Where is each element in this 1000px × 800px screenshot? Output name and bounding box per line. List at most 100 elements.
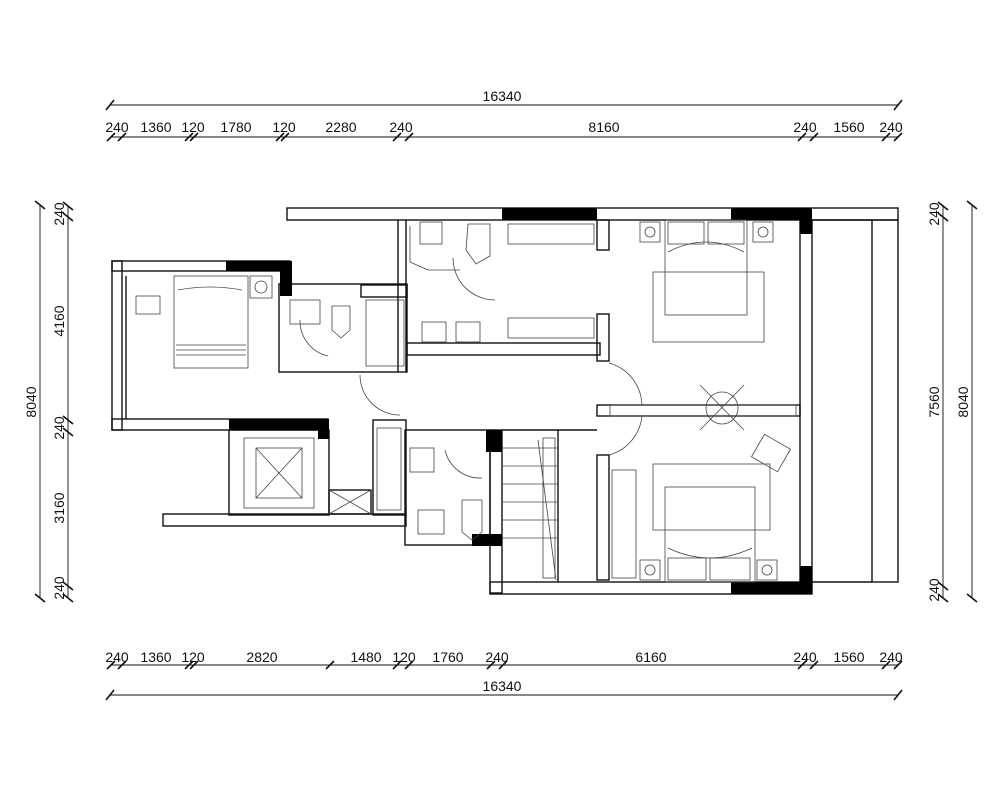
dimension-tick — [62, 427, 74, 437]
dimension-tick — [34, 200, 46, 210]
stair-west-wall — [489, 429, 503, 594]
dimension-tick — [280, 132, 290, 142]
dimension-tick — [937, 201, 949, 211]
pillow — [709, 557, 751, 581]
lower-bath-walls — [404, 429, 491, 546]
top-seg-label: 240 — [879, 119, 903, 135]
dimension-tick — [184, 660, 194, 670]
left-dimension-chain: 8040 240 4160 240 3160 240 — [23, 200, 74, 603]
dimension-tick — [404, 660, 414, 670]
door-swing — [444, 449, 483, 479]
top-seg-label: 8160 — [588, 119, 619, 135]
dimension-tick — [392, 132, 402, 142]
sink-icon — [409, 447, 435, 473]
light-ray — [699, 384, 745, 431]
column — [731, 582, 811, 594]
bottom-total-label: 16340 — [483, 678, 522, 694]
dimension-tick — [486, 660, 496, 670]
nightstand — [756, 559, 778, 581]
wardrobe-top — [507, 223, 595, 245]
dimension-tick — [184, 132, 194, 142]
column — [800, 566, 812, 594]
lamp-icon — [644, 226, 656, 238]
dimension-tick — [62, 201, 74, 211]
small-closet — [328, 489, 372, 515]
column — [731, 208, 811, 220]
dimension-tick — [106, 132, 116, 142]
wardrobe-lower-left — [376, 427, 402, 511]
bottom-seg-label: 1360 — [140, 649, 171, 665]
sink-icon — [421, 321, 447, 343]
door-swing — [359, 374, 401, 416]
sink-icon — [417, 509, 445, 535]
door-swing — [608, 362, 643, 406]
bottom-dimension-chain: 240 1360 120 2820 1480 120 1760 240 6160… — [105, 649, 903, 701]
wardrobe-partition — [609, 404, 797, 417]
toilet-icon — [331, 305, 351, 339]
column — [502, 208, 597, 220]
column — [280, 261, 292, 296]
dimension-tick — [893, 660, 903, 670]
top-total-label: 16340 — [483, 88, 522, 104]
dimension-tick — [62, 593, 74, 603]
top-seg-label: 240 — [105, 119, 129, 135]
dimension-tick — [797, 132, 807, 142]
lamp-icon — [761, 564, 773, 576]
lamp-icon — [644, 564, 656, 576]
left-seg-label: 240 — [51, 576, 67, 600]
doors — [299, 257, 643, 479]
ceiling-light-icon — [705, 391, 739, 425]
pillow — [667, 221, 705, 245]
dimension-tick — [893, 689, 903, 701]
dimension-tick — [966, 200, 978, 210]
bottom-seg-label: 240 — [879, 649, 903, 665]
dimension-tick — [189, 132, 199, 142]
column — [472, 534, 502, 546]
bed-top-right — [664, 219, 748, 316]
dimension-tick — [325, 660, 335, 670]
bottom-seg-label: 240 — [485, 649, 509, 665]
top-seg-label: 240 — [793, 119, 817, 135]
door-swing — [608, 415, 643, 456]
mid-partition — [596, 404, 801, 417]
pillow — [667, 557, 707, 581]
closet-cross — [328, 489, 372, 515]
dimension-tick — [881, 132, 891, 142]
bed-blanket — [177, 286, 243, 291]
column — [229, 419, 329, 430]
dimension-tick — [881, 660, 891, 670]
lamp-icon — [254, 280, 268, 294]
bed-blanket — [667, 241, 745, 253]
bottom-seg-label: 1760 — [432, 649, 463, 665]
right-balcony-edge — [871, 219, 899, 583]
bottom-seg-label: 1480 — [350, 649, 381, 665]
structural-columns — [226, 208, 812, 594]
elevator-inner — [255, 447, 303, 499]
top-seg-label: 240 — [389, 119, 413, 135]
nightstand — [639, 559, 661, 581]
left-bath-top-ledge — [360, 284, 408, 298]
door-swing — [299, 319, 329, 357]
bottom-seg-label: 120 — [392, 649, 416, 665]
lower-left-wall — [162, 513, 407, 527]
top-seg-label: 1780 — [220, 119, 251, 135]
bed-bottom-right — [664, 486, 756, 583]
right-inner-label: 7560 — [926, 386, 942, 417]
center-mid-stub — [596, 313, 610, 362]
left-total-label: 8040 — [23, 386, 39, 417]
lamp-icon — [757, 226, 769, 238]
bed-blanket — [667, 547, 753, 559]
lower-wardrobe — [372, 419, 407, 516]
dimension-tick — [34, 593, 46, 603]
dimension-tick — [966, 593, 978, 603]
nightstand — [639, 221, 661, 243]
dimension-tick — [117, 660, 127, 670]
bottom-seg-label: 6160 — [635, 649, 666, 665]
left-seg-label: 3160 — [51, 492, 67, 523]
elevator-car — [243, 437, 315, 509]
left-seg-label: 240 — [51, 202, 67, 226]
dimension-tick — [809, 132, 819, 142]
dimension-tick — [893, 99, 903, 111]
bottom-seg-label: 240 — [793, 649, 817, 665]
